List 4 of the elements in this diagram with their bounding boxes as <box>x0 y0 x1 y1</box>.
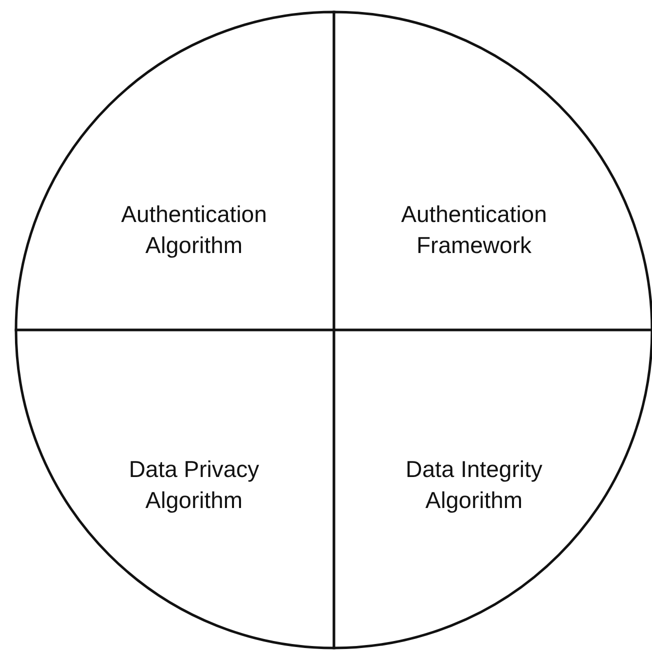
quadrant-label: Data Integrity Algorithm <box>404 455 544 515</box>
quadrant-label: Data Privacy Algorithm <box>128 455 260 515</box>
quadrant-label: Authentication Framework <box>400 200 548 260</box>
quadrant-label: Authentication Algorithm <box>120 200 268 260</box>
